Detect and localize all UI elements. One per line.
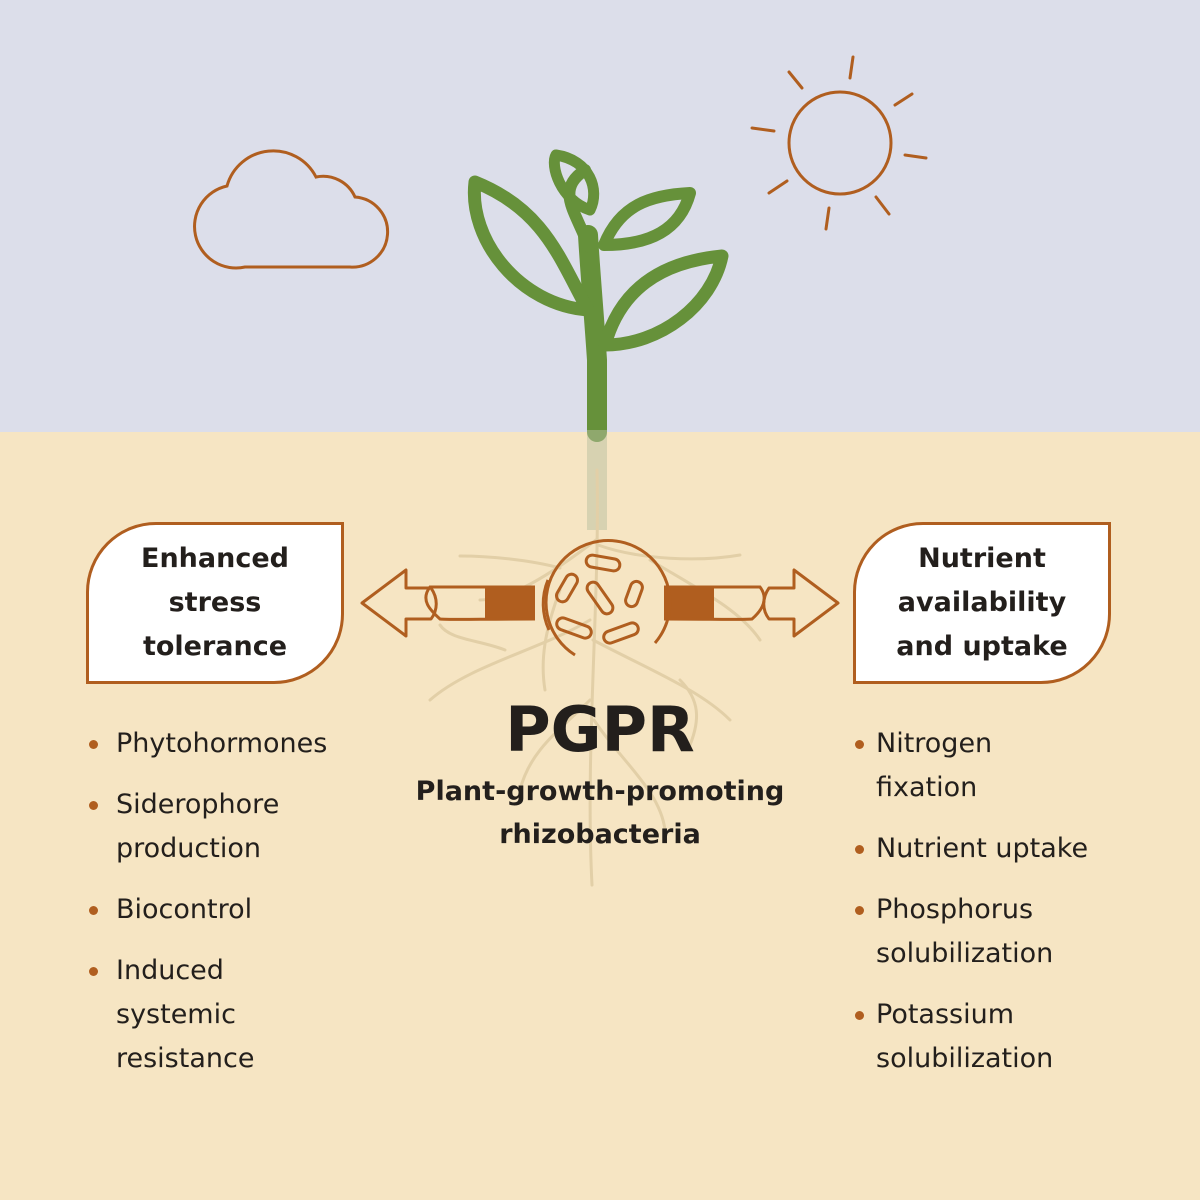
pgpr-subtitle: Plant-growth-promoting rhizobacteria — [415, 776, 785, 850]
stress-tolerance-title: Enhanced stress tolerance — [141, 543, 289, 662]
list-item: Nitrogen fixation — [852, 722, 1172, 810]
bacteria-icon — [541, 539, 672, 657]
list-item: Phytohormones — [86, 722, 396, 766]
list-item: Biocontrol — [86, 888, 396, 932]
stress-tolerance-card: Enhanced stress tolerance — [86, 522, 344, 684]
list-item: Nutrient uptake — [852, 827, 1172, 871]
nutrient-uptake-title: Nutrient availability and uptake — [896, 543, 1068, 662]
stress-tolerance-list: Phytohormones Siderophore production Bio… — [86, 722, 396, 1098]
plant-icon — [467, 149, 729, 442]
list-item: Siderophore production — [86, 783, 396, 871]
right-arrow-icon — [663, 568, 840, 638]
list-item: Potassium solubilization — [852, 993, 1172, 1081]
list-item: Phosphorus solubilization — [852, 888, 1172, 976]
sun-icon — [750, 55, 928, 231]
left-arrow-icon — [360, 568, 536, 638]
cloud-icon — [193, 149, 390, 270]
roots-icon — [428, 468, 762, 887]
list-item: Induced systemic resistance — [86, 949, 396, 1081]
pgpr-title: PGPR — [505, 693, 695, 766]
nutrient-uptake-card: Nutrient availability and uptake — [853, 522, 1111, 684]
nutrient-uptake-list: Nitrogen fixation Nutrient uptake Phosph… — [852, 722, 1172, 1098]
